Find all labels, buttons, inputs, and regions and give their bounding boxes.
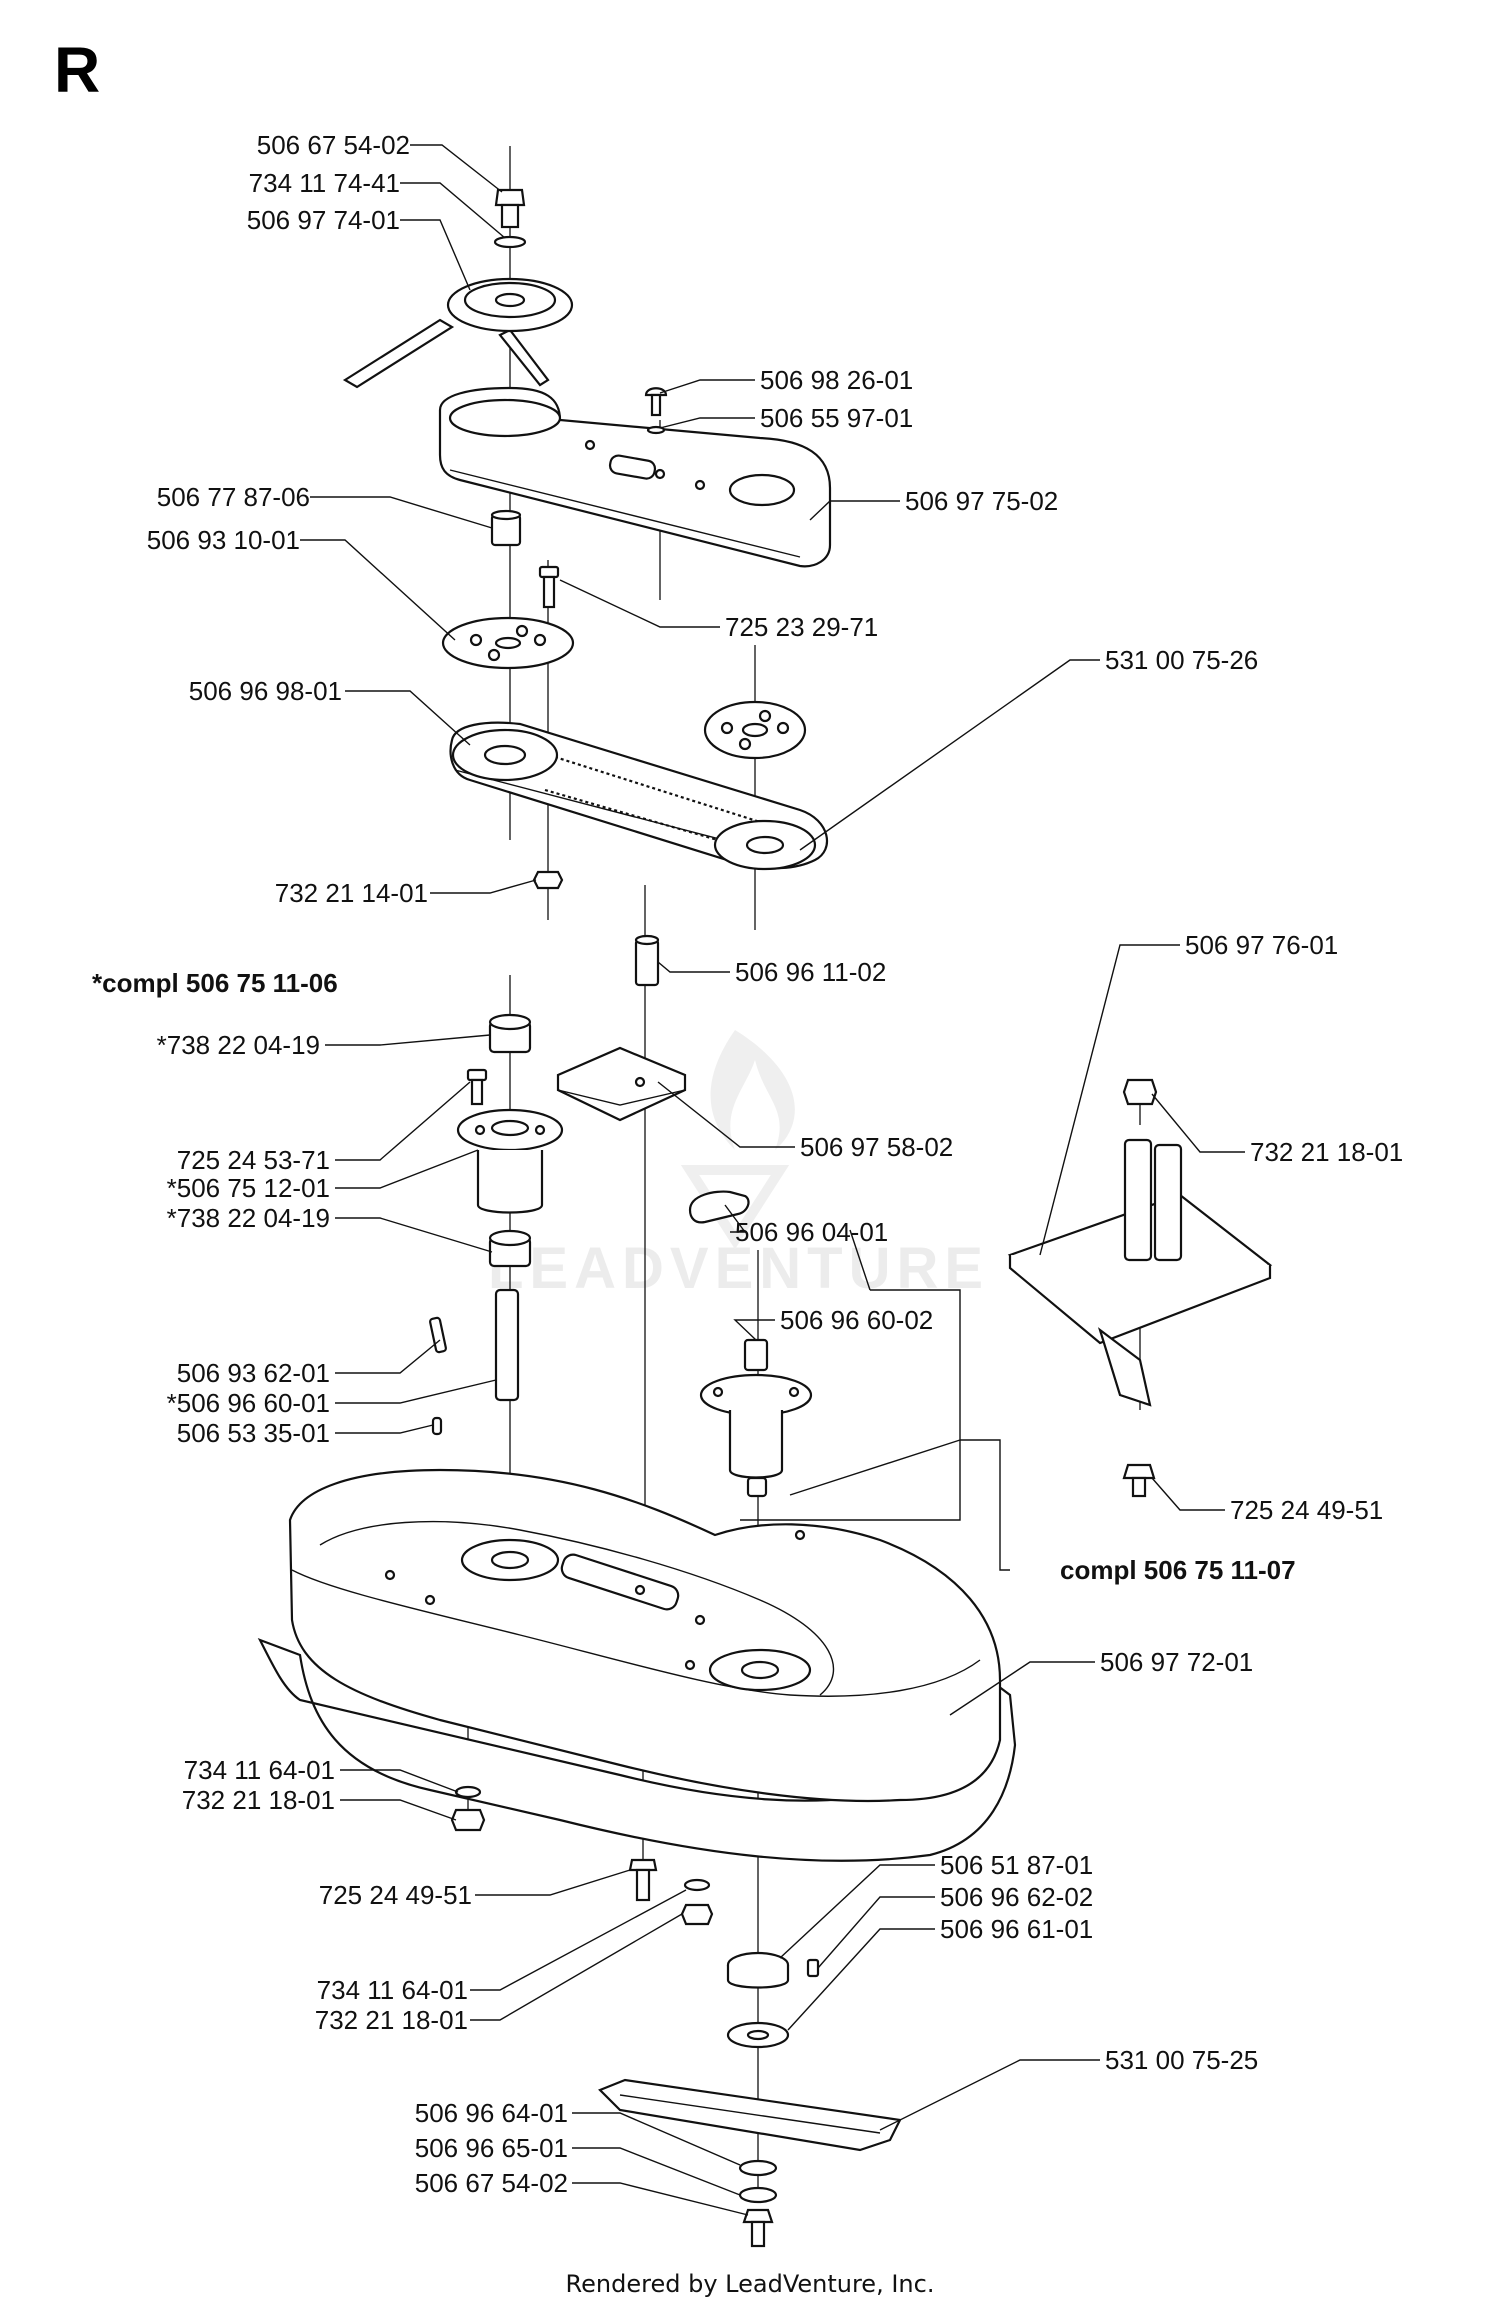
- bolt-small-upper: [466, 1068, 488, 1106]
- callout-label: 732 21 18-01: [181, 1785, 335, 1815]
- callout-label: 531 00 75-26: [1105, 645, 1259, 675]
- callout-label: 506 67 54-02: [414, 2168, 568, 2198]
- belt-housing: [449, 721, 829, 871]
- mower-deck: [257, 1468, 1017, 1862]
- callout-label: 506 55 97-01: [760, 403, 914, 433]
- spindle-shaft: [429, 1288, 520, 1436]
- bracket: [556, 1046, 687, 1122]
- blade-adapter: [726, 1951, 820, 2049]
- deflector-guard: [1007, 1078, 1273, 1407]
- callout-label: 506 97 72-01: [1100, 1647, 1254, 1677]
- callout-label: 734 11 64-01: [316, 1975, 468, 2005]
- callout-label: 506 97 74-01: [246, 205, 400, 235]
- callout-label: 506 67 54-02: [256, 130, 410, 160]
- footer-credit: Rendered by LeadVenture, Inc.: [565, 2270, 935, 2298]
- callout-label: 506 96 98-01: [188, 676, 342, 706]
- belt-cover: [438, 386, 832, 568]
- callout-label: 725 23 29-71: [725, 612, 879, 642]
- watermark: LEADVENTURE: [488, 1236, 990, 1301]
- pulley-bolt: [493, 188, 527, 249]
- callout-label: 506 96 60-02: [780, 1305, 934, 1335]
- bearing-upper: [488, 1013, 532, 1054]
- callout-label: 506 97 76-01: [1185, 930, 1339, 960]
- callout-label: *506 96 60-01: [166, 1388, 330, 1418]
- callout-label: 725 24 49-51: [318, 1880, 472, 1910]
- spacer: [490, 509, 522, 547]
- callout-label: 725 24 53-71: [176, 1145, 330, 1175]
- callout-label: *738 22 04-19: [166, 1203, 330, 1233]
- callout-label: 506 96 64-01: [414, 2098, 568, 2128]
- callout-label: 506 93 10-01: [146, 525, 300, 555]
- guard-bolt: [1122, 1463, 1156, 1498]
- callout-label: 506 77 87-06: [156, 482, 310, 512]
- callout-label: 506 53 35-01: [176, 1418, 330, 1448]
- callout-label: 732 21 18-01: [314, 2005, 468, 2035]
- callout-label: 531 00 75-25: [1105, 2045, 1259, 2075]
- callout-label: 725 24 49-51: [1230, 1495, 1384, 1525]
- callout-label: *506 75 12-01: [166, 1173, 330, 1203]
- deck-bolt-center: [628, 1858, 714, 1926]
- callout-label: 506 97 58-02: [800, 1132, 954, 1162]
- blade-washer-bolt: [738, 2159, 778, 2248]
- callout-label: *compl 506 75 11-06: [92, 968, 338, 998]
- callout-label: compl 506 75 11-07: [1060, 1555, 1296, 1585]
- callout-label: 506 96 11-02: [735, 957, 887, 987]
- bearing-lower: [488, 1229, 532, 1268]
- cover-bolt: [538, 565, 560, 609]
- cover-screw: [644, 387, 668, 435]
- callout-label: 734 11 74-41: [248, 168, 400, 198]
- callout-label: 734 11 64-01: [183, 1755, 335, 1785]
- knob-plate: [688, 1190, 750, 1224]
- section-letter: R: [54, 34, 101, 106]
- callout-label: 506 51 87-01: [940, 1850, 1094, 1880]
- top-pulley: [342, 277, 574, 389]
- leader-lines: [300, 144, 1245, 2216]
- flange-plate-right: [703, 700, 807, 760]
- callout-label: 506 93 62-01: [176, 1358, 330, 1388]
- flange-plate-left: [441, 616, 575, 670]
- spacer-tube: [634, 934, 660, 987]
- callout-label: 506 98 26-01: [760, 365, 914, 395]
- callout-label: 732 21 18-01: [1250, 1137, 1404, 1167]
- mower-blade: [598, 2078, 902, 2152]
- deck-nut-left: [450, 1785, 486, 1832]
- spindle-housing: [456, 1108, 564, 1214]
- spindle-right: [699, 1338, 813, 1498]
- callout-label: 506 96 61-01: [940, 1914, 1094, 1944]
- callout-label: 506 96 04-01: [735, 1217, 889, 1247]
- callout-label: 732 21 14-01: [274, 878, 428, 908]
- callout-label: 506 96 65-01: [414, 2133, 568, 2163]
- nut-small: [532, 870, 564, 890]
- callout-label: 506 97 75-02: [905, 486, 1059, 516]
- callout-label: 506 96 62-02: [940, 1882, 1094, 1912]
- callout-label: *738 22 04-19: [156, 1030, 320, 1060]
